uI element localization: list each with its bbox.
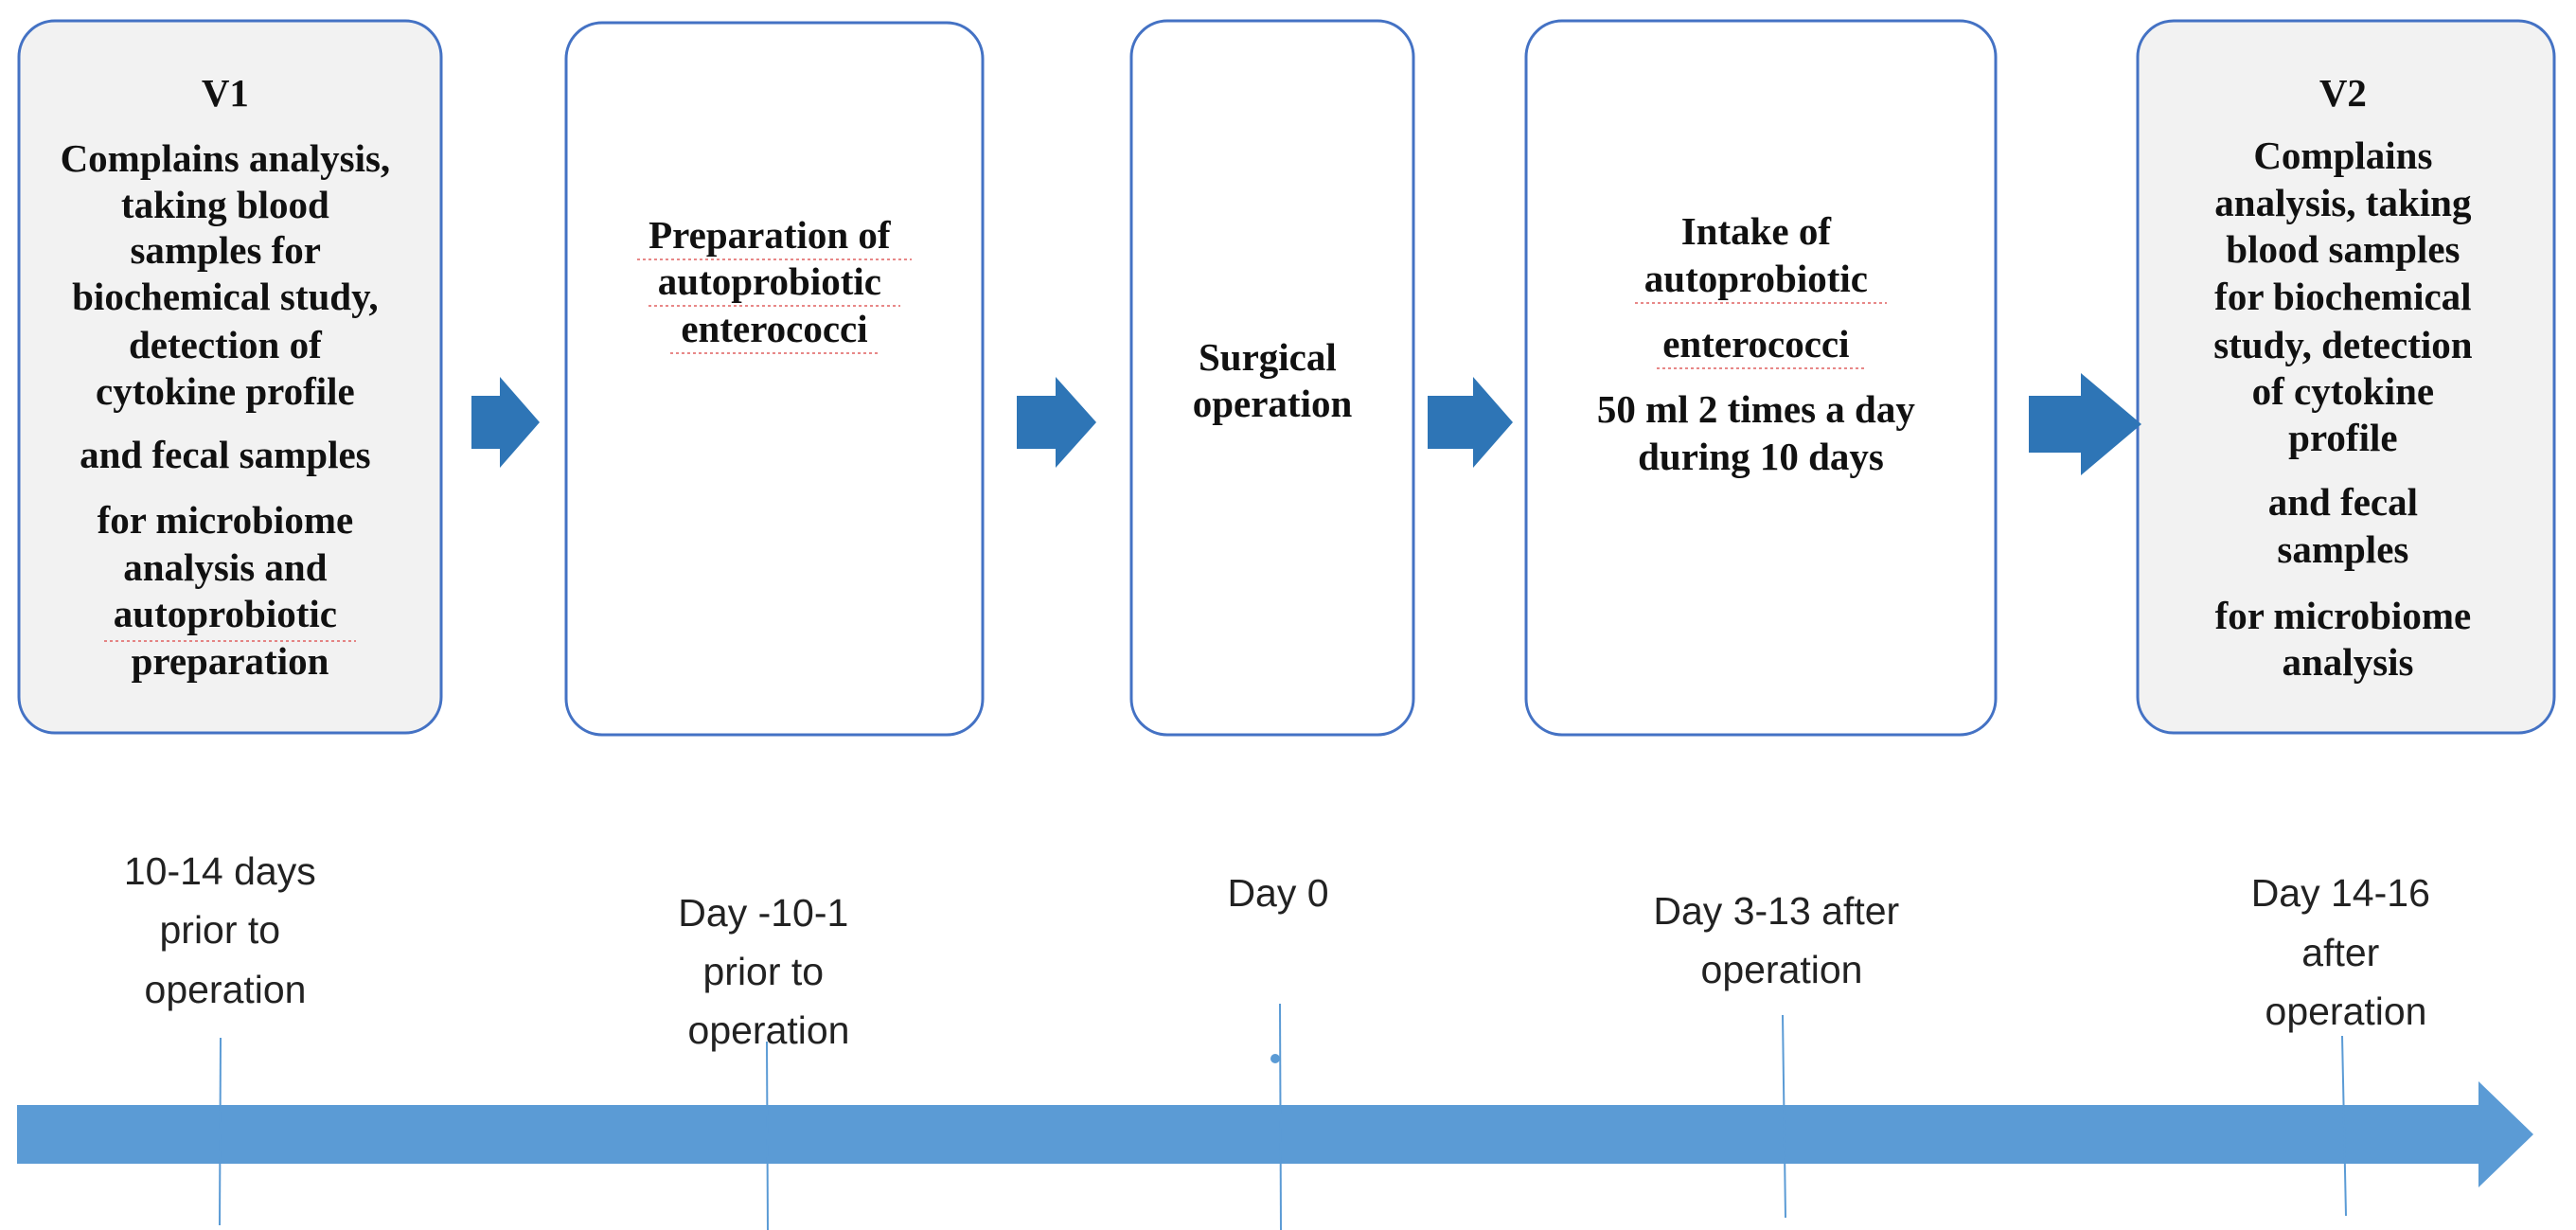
timeline-label-2: Day -10-1 prior to operation (678, 891, 859, 1052)
box-v1-frame (17, 19, 443, 735)
box-preparation: Preparation of autoprobiotic enterococci (564, 21, 985, 737)
box-intake-text: Intake of autoprobiotic enterococci 50 m… (1597, 209, 1925, 478)
flow-arrow-3 (1428, 377, 1513, 468)
timeline-tick-4 (1782, 1014, 1786, 1219)
flow-arrow-2 (1017, 377, 1096, 468)
box-v2-frame (2136, 19, 2556, 735)
timeline-label-3: Day 0 (1227, 871, 1328, 915)
box-v2-text: V2 Complains analysis, taking blood samp… (2213, 71, 2482, 684)
flow-arrow-4 (2029, 373, 2141, 475)
timeline-arrow (17, 1081, 2533, 1187)
box-preparation-text: Preparation of autoprobiotic enterococci (648, 213, 900, 350)
box-v1: V1 Complains analysis, taking blood samp… (17, 19, 443, 735)
timeline-label-4: Day 3-13 after operation (1653, 889, 1910, 991)
box-preparation-frame (564, 21, 985, 737)
timeline-tick-1 (219, 1037, 222, 1226)
box-surgery-frame (1129, 19, 1415, 737)
timeline-label-5: Day 14-16 after operation (2251, 871, 2442, 1033)
box-surgery: Surgical operation (1129, 19, 1415, 737)
box-intake: Intake of autoprobiotic enterococci 50 m… (1524, 19, 1998, 737)
box-v1-text: V1 Complains analysis, taking blood samp… (61, 71, 400, 683)
box-surgery-text: Surgical operation (1193, 335, 1353, 425)
timeline-tick-2 (766, 1041, 769, 1230)
timeline-tick-marker (1270, 1054, 1280, 1063)
box-v2: V2 Complains analysis, taking blood samp… (2136, 19, 2556, 735)
timeline-label-1: 10-14 days prior to operation (124, 849, 327, 1011)
timeline-tick-5 (2341, 1035, 2347, 1217)
flow-arrow-1 (471, 377, 540, 468)
box-intake-frame (1524, 19, 1998, 737)
timeline-tick-3 (1279, 1003, 1282, 1230)
